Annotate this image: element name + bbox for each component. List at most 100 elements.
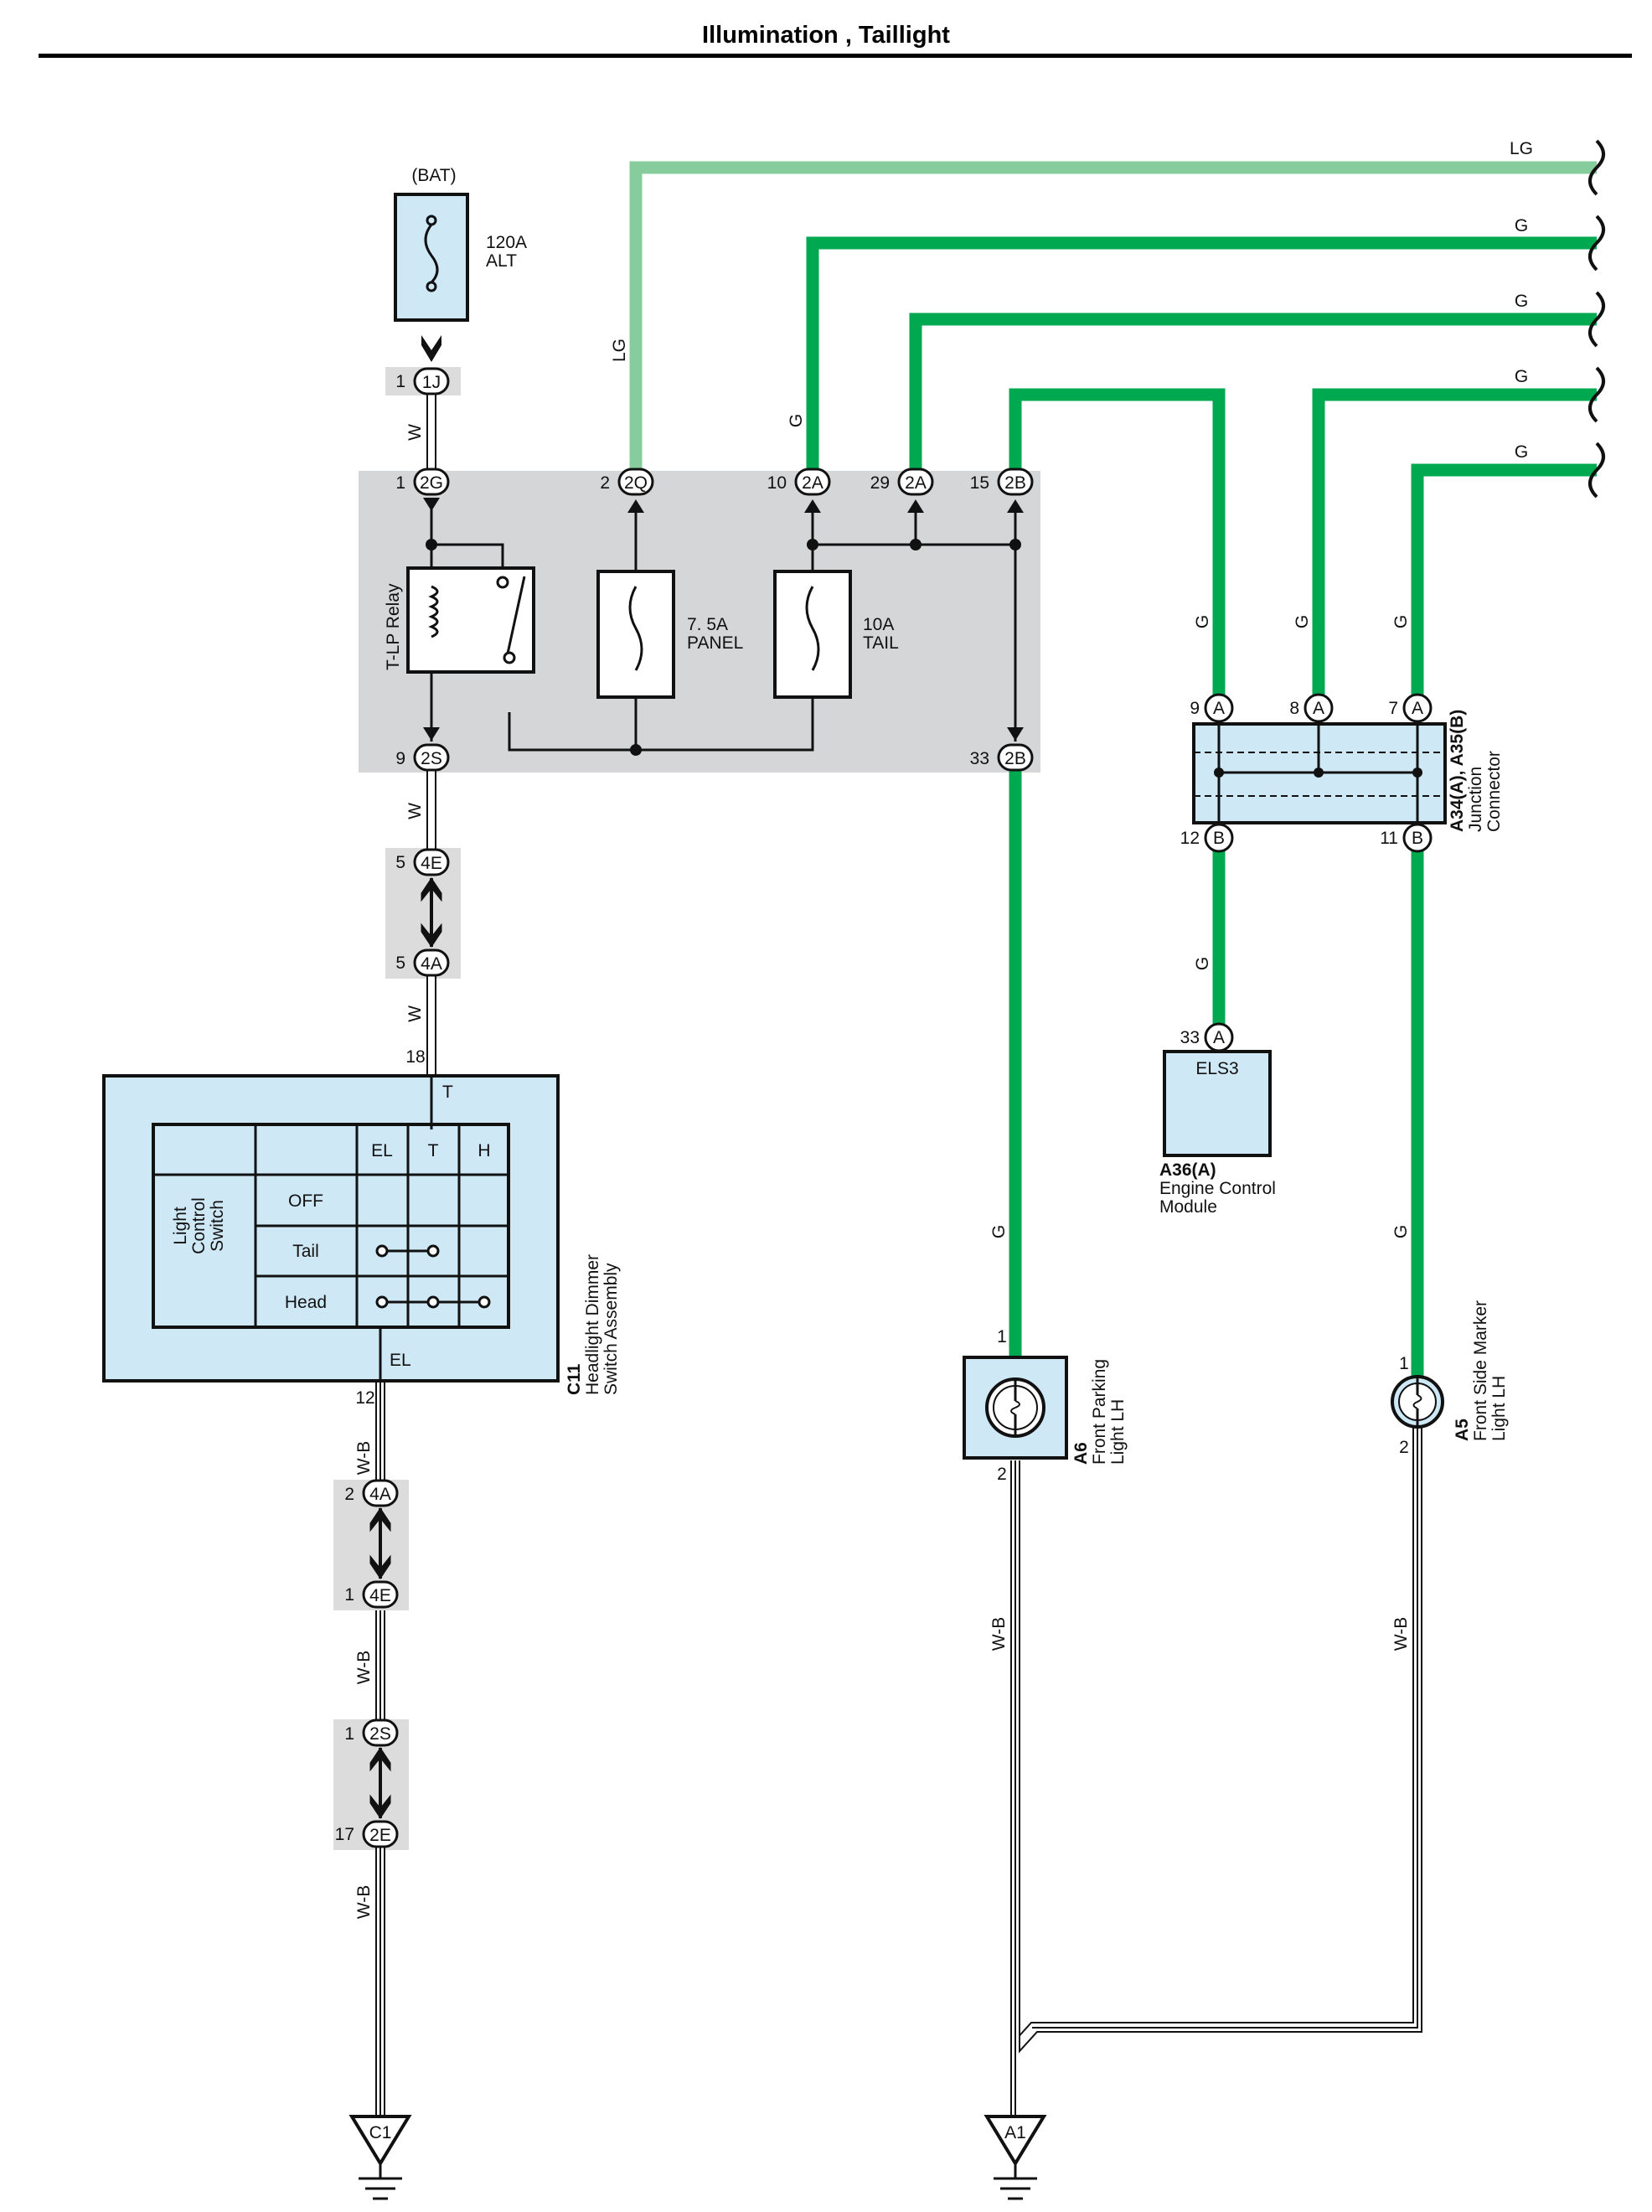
svg-text:2Q: 2Q: [624, 473, 648, 493]
connector-2s-9: 9 2S: [395, 743, 450, 772]
ground-a1: A1: [983, 2115, 1047, 2200]
svg-text:C1: C1: [369, 2123, 392, 2142]
svg-text:Light: Light: [171, 1207, 190, 1245]
ground-c1: C1: [348, 2115, 412, 2200]
svg-text:A: A: [1213, 699, 1225, 718]
svg-text:B: B: [1412, 829, 1423, 848]
svg-text:Front Side Marker: Front Side Marker: [1471, 1300, 1490, 1441]
switch-pin-el-label: EL: [390, 1351, 411, 1370]
panel-fuse-rating: 7. 5A: [687, 615, 728, 634]
svg-text:A34(A), A35(B): A34(A), A35(B): [1448, 710, 1467, 832]
white-wire-centerline: [379, 1380, 1418, 2118]
t-lp-relay: T-LP Relay: [384, 566, 535, 674]
wire-label-g-1: G: [1515, 216, 1528, 235]
connector-1j: 1 1J: [395, 367, 450, 395]
svg-text:Switch: Switch: [208, 1200, 227, 1252]
svg-text:C11: C11: [565, 1363, 584, 1395]
svg-text:4E: 4E: [421, 854, 442, 873]
engine-control-module: 33 A ELS3 A36(A) Engine Control Module: [1159, 1022, 1276, 1217]
connector-4a-2: 2 4A: [344, 1479, 399, 1507]
front-side-marker-light: 1 2 A5 Front Side Marker Light LH: [1391, 1300, 1509, 1457]
double-arrow-icon: [421, 335, 441, 362]
svg-text:2: 2: [344, 1485, 354, 1504]
connector-b-12: 12 B: [1180, 823, 1234, 853]
wire-label-w-2: W: [405, 803, 425, 819]
wire-label-g-vert-5: G: [1193, 957, 1212, 970]
svg-text:1: 1: [344, 1585, 354, 1605]
connector-2s-1: 1 2S: [344, 1718, 399, 1747]
light-control-switch-table: [152, 1123, 510, 1329]
svg-text:2A: 2A: [802, 473, 823, 493]
ground-icon: [994, 2163, 1037, 2200]
svg-text:15: 15: [970, 473, 989, 493]
svg-text:4A: 4A: [369, 1485, 391, 1504]
header-rule: [39, 54, 1632, 58]
wire-continuation-marks: [1588, 139, 1605, 499]
connector-a-33: 33 A: [1180, 1022, 1234, 1052]
svg-text:Front Parking: Front Parking: [1090, 1359, 1109, 1465]
switch-col-el: EL: [371, 1141, 393, 1160]
ecm-code: A36(A): [1159, 1160, 1216, 1180]
svg-text:A6: A6: [1071, 1442, 1091, 1465]
connector-2b-33: 33 2B: [970, 743, 1034, 772]
tail-fuse-name: TAIL: [863, 633, 899, 653]
svg-text:2B: 2B: [1004, 749, 1026, 768]
side-marker-pin-out: 2: [1399, 1438, 1409, 1457]
svg-text:2B: 2B: [1004, 473, 1026, 493]
svg-text:B: B: [1213, 829, 1225, 848]
panel-fuse-name: PANEL: [687, 633, 743, 653]
svg-text:29: 29: [870, 473, 890, 493]
svg-text:17: 17: [335, 1825, 354, 1844]
page-title: Illumination , Taillight: [702, 22, 950, 49]
side-marker-pin-in: 1: [1399, 1354, 1409, 1373]
junction-connector: 9 A 8 A 7 A 12 B 11 B: [1180, 693, 1504, 853]
svg-text:4A: 4A: [421, 954, 442, 974]
svg-text:9: 9: [1190, 699, 1200, 718]
parking-light-label: A6 Front Parking Light LH: [1071, 1359, 1128, 1465]
side-marker-label: A5 Front Side Marker Light LH: [1453, 1300, 1509, 1441]
svg-text:10: 10: [767, 473, 787, 493]
switch-pin-el-number: 12: [355, 1388, 374, 1408]
connector-2a-10: 10 2A: [767, 468, 831, 496]
svg-text:Control: Control: [189, 1197, 209, 1254]
junction-dots: [426, 539, 1021, 756]
svg-text:33: 33: [970, 749, 989, 768]
svg-text:11: 11: [1380, 829, 1398, 848]
alt-fuse-rating: 120A: [486, 233, 527, 252]
svg-text:33: 33: [1180, 1028, 1200, 1047]
svg-text:4E: 4E: [369, 1586, 391, 1605]
svg-text:2E: 2E: [369, 1826, 391, 1845]
switch-col-t: T: [428, 1141, 439, 1160]
wire-label-lg-vert: LG: [610, 339, 629, 362]
wire-color-labels: LG G G G G LG G G G G G G G W W W W-B W-…: [354, 139, 1533, 1919]
svg-text:1: 1: [344, 1724, 354, 1744]
wire-label-g-vert-2: G: [1193, 615, 1212, 628]
connector-2q: 2 2Q: [600, 468, 654, 496]
svg-text:Connector: Connector: [1484, 751, 1504, 832]
svg-text:A: A: [1313, 699, 1324, 718]
connector-2g: 1 2G: [395, 468, 450, 496]
alt-fuse-name: ALT: [486, 251, 517, 271]
alt-fuse: (BAT) 120A ALT: [394, 166, 527, 322]
svg-text:9: 9: [395, 749, 405, 768]
svg-text:2A: 2A: [905, 473, 927, 493]
wire-label-g-3: G: [1515, 367, 1528, 386]
double-arrow-icon: [421, 877, 442, 948]
ecm-name-2: Module: [1159, 1197, 1217, 1217]
connector-a-9: 9 A: [1190, 693, 1234, 723]
connector-2e-17: 17 2E: [335, 1820, 399, 1848]
switch-table-title: Light Control Switch: [171, 1197, 227, 1254]
switch-continuity-tail: [375, 1244, 440, 1258]
ecm-terminal: ELS3: [1195, 1059, 1238, 1078]
switch-assembly-label: C11 Headlight Dimmer Switch Assembly: [565, 1254, 621, 1395]
parking-light-pin-out: 2: [997, 1465, 1007, 1484]
svg-text:A1: A1: [1004, 2123, 1026, 2142]
tail-fuse-rating: 10A: [863, 615, 894, 634]
wire-label-wb-1: W-B: [354, 1441, 374, 1475]
svg-text:5: 5: [395, 853, 405, 872]
svg-text:7: 7: [1388, 699, 1398, 718]
wire-label-g-vert-7: G: [1391, 1225, 1411, 1238]
svg-text:Junction: Junction: [1466, 767, 1485, 832]
panel-fuse: 7. 5A PANEL: [596, 570, 743, 699]
